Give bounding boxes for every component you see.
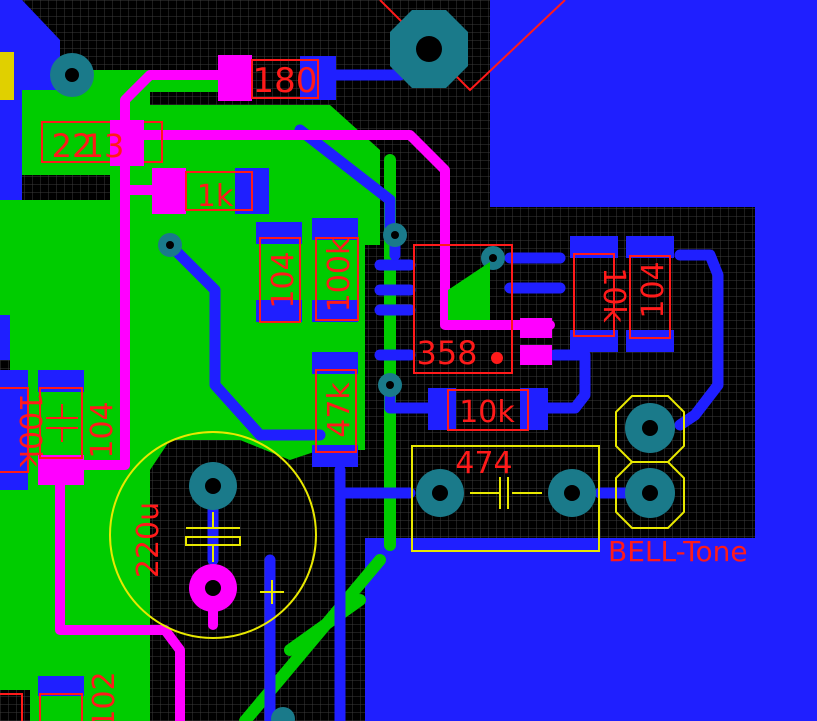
resistor-22-13: 22 13 [41,120,163,166]
label-r180: 180 [253,61,318,101]
label-r100k-a: 100k [322,237,357,312]
resistor-100k-a: 100k [312,218,359,322]
resistor-10k-horizontal: 10k [428,388,548,431]
label-r47k: 47k [322,382,357,438]
label-bell-tone: BELL-Tone [608,535,748,568]
label-c104-c: 104 [85,401,120,458]
bell-tone-connector: BELL-Tone [608,395,748,568]
capacitor-104-b: 104 [626,236,674,352]
capacitor-104-a: 104 [256,222,302,323]
capacitor-104-c: 104 [38,370,120,485]
label-ic358: 358 [416,334,477,372]
vias [50,53,505,721]
capacitor-474: 474 [411,445,600,552]
resistor-10k-vertical: 10k [570,236,631,352]
resistor-47k: 47k [312,352,358,467]
label-r1k: 1k [197,179,234,214]
pin1-marker [491,352,503,364]
capacitor-102: 102 [0,671,122,721]
label-c220u: 220u [131,502,166,578]
label-r10k-horizontal: 10k [459,395,515,430]
ic-358: 358 [413,244,552,374]
bottom-copper-traces [164,69,724,721]
resistor-180: 180 [218,55,336,101]
capacitor-220u: 220u [109,431,317,639]
connector-pad [0,52,14,100]
mounting-hole [416,36,442,62]
label-c102: 102 [87,671,122,721]
label-c474: 474 [455,446,512,481]
label-c104-b: 104 [636,261,671,318]
label-r10k-vertical: 10k [596,267,631,323]
resistor-1k: 1k [152,168,269,214]
label-r22: 22 [52,127,93,165]
label-r13: 13 [84,127,125,165]
label-c104-a: 104 [266,251,301,308]
